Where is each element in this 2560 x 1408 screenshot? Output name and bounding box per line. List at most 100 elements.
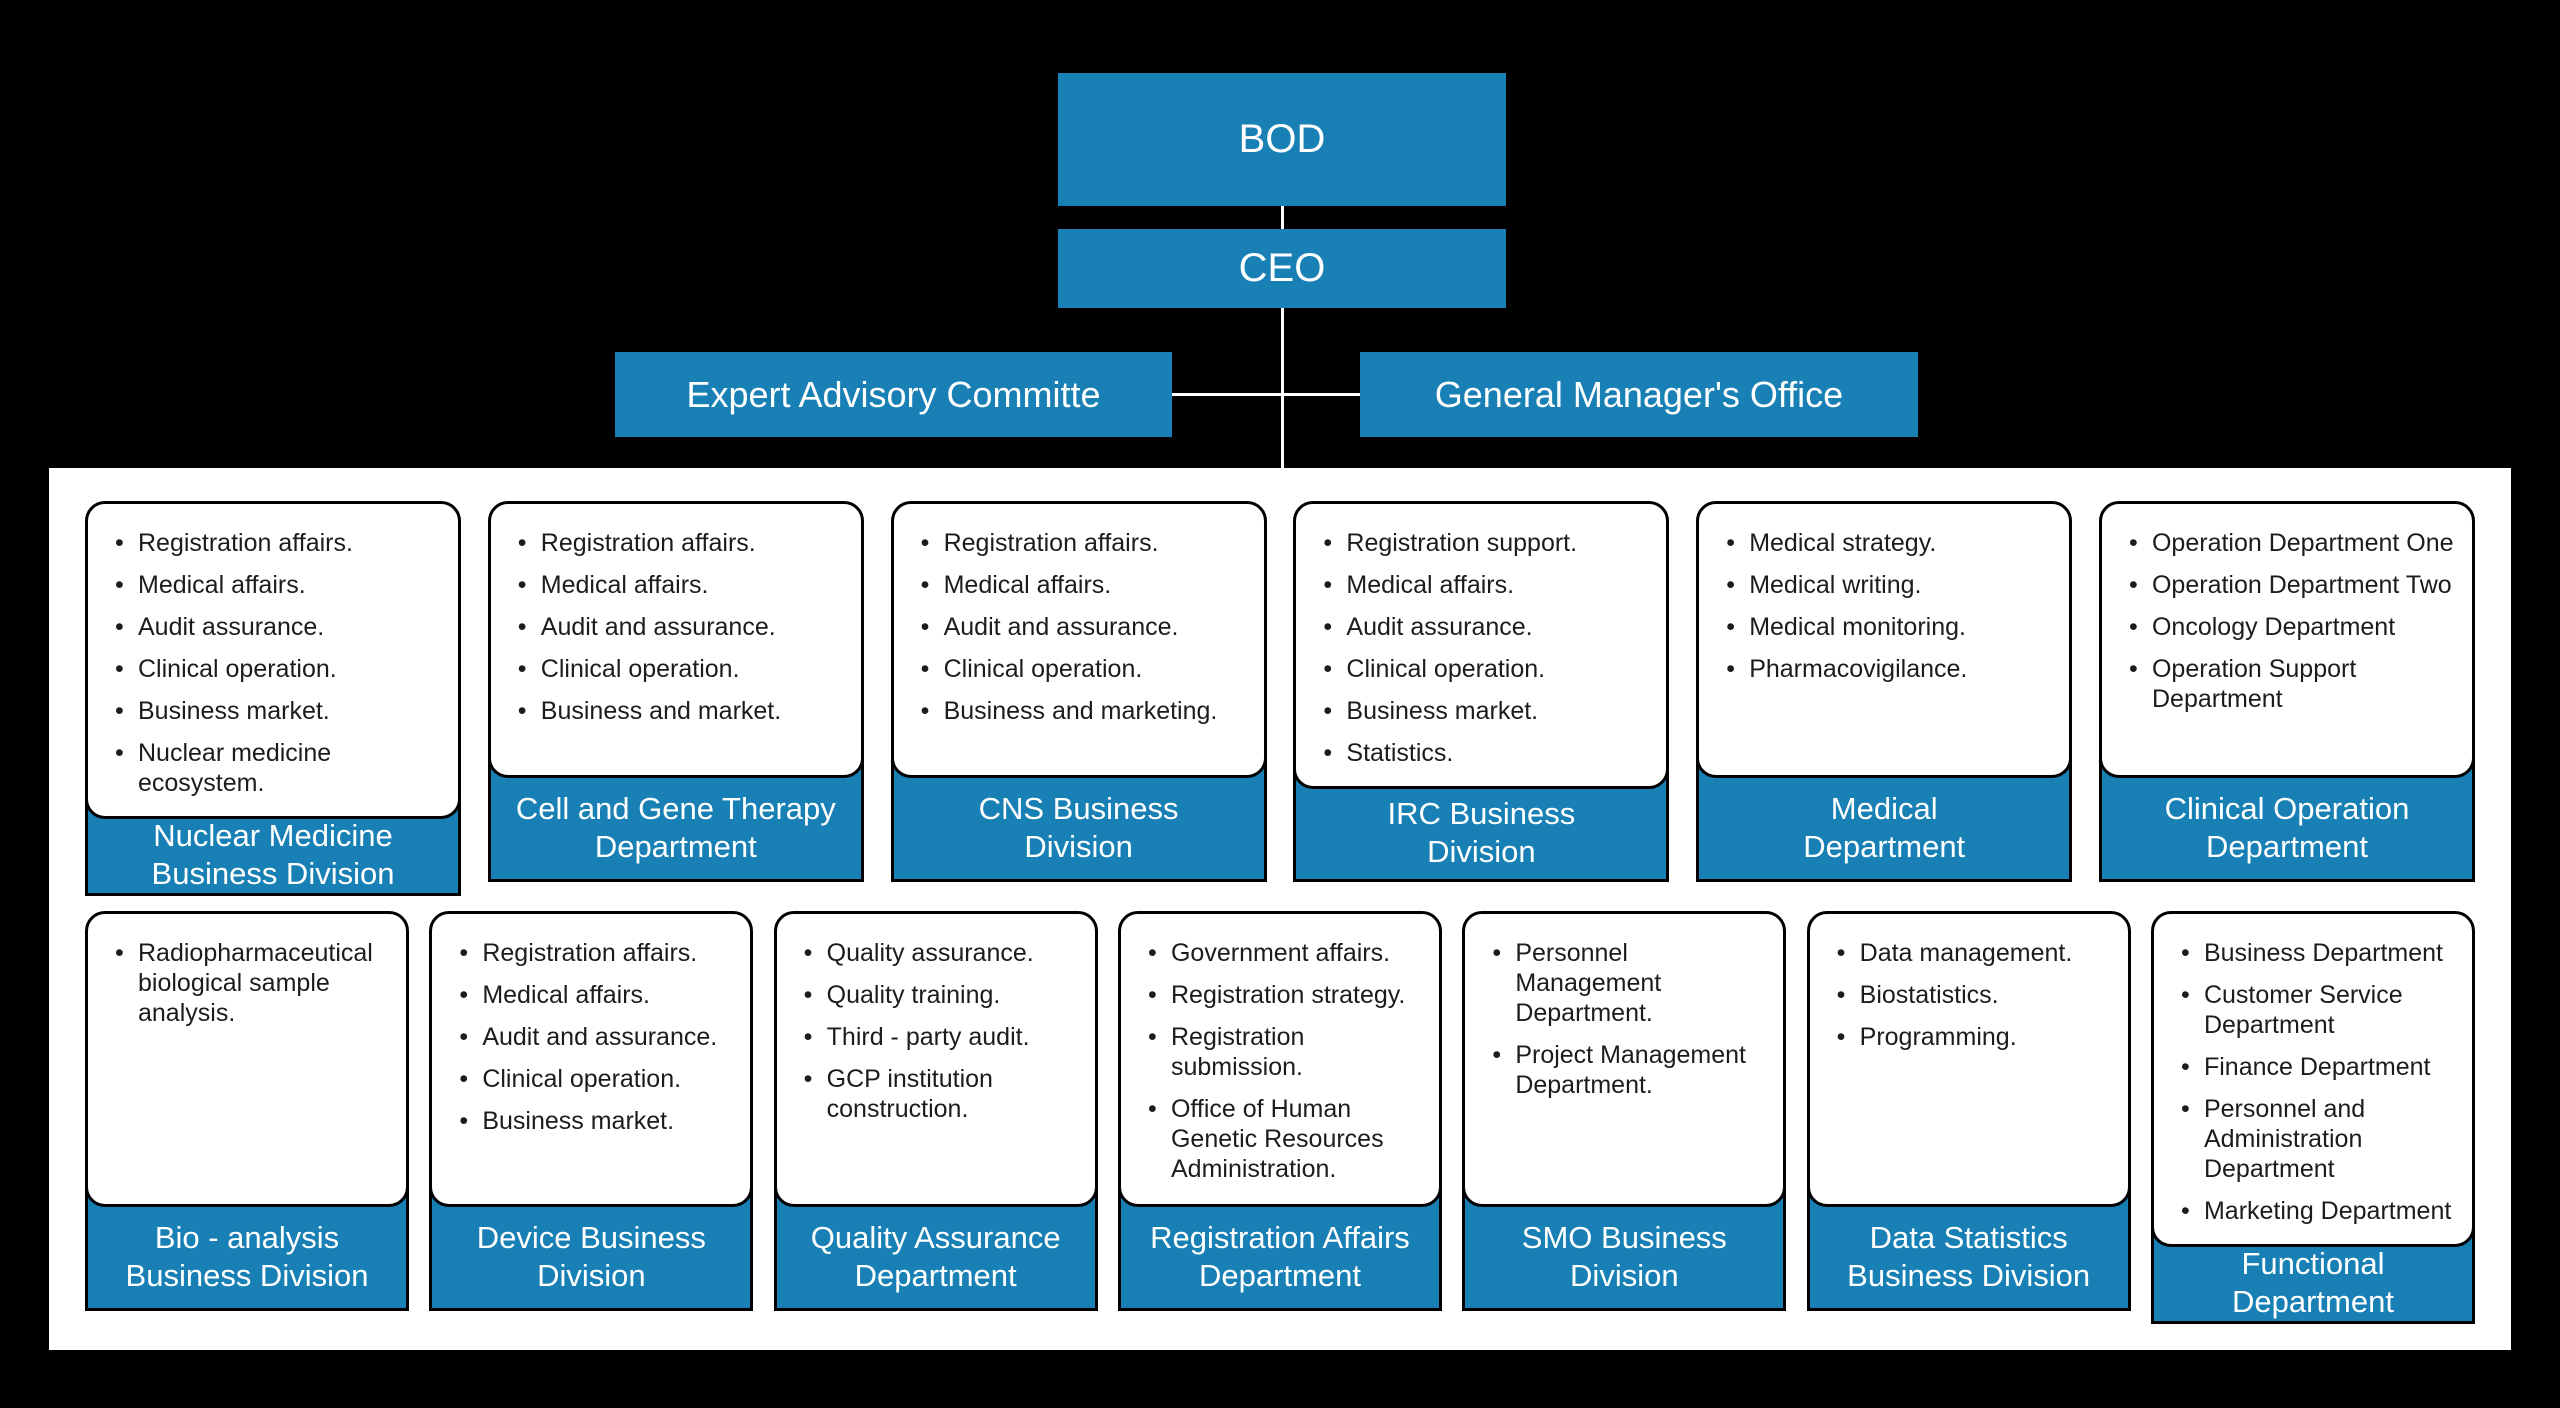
- org-card-registration-affairs-department: Government affairs.Registration strategy…: [1117, 911, 1442, 1311]
- division-title-line: Business Division: [151, 856, 395, 891]
- division-title-line: Bio - analysis: [154, 1219, 340, 1255]
- bullet-item: Registration affairs.: [432, 938, 742, 968]
- bullet-item: Business and market.: [491, 696, 853, 726]
- org-card-irc-business-division: Registration support.Medical affairs.Aud…: [1293, 501, 1670, 882]
- bullet-item: Clinical operation.: [894, 654, 1256, 684]
- node-general-managers-office-label: General Manager's Office: [1434, 373, 1844, 415]
- bullet-item: Clinical operation.: [491, 654, 853, 684]
- bullet-item: Business market.: [432, 1106, 742, 1136]
- bullet-item: Business Department: [2154, 938, 2464, 968]
- bullet-item: Audit and assurance.: [432, 1022, 742, 1052]
- bullet-item: Oncology Department: [2102, 612, 2464, 642]
- bullet-item: Audit assurance.: [88, 612, 450, 642]
- bullet-item: Business and marketing.: [894, 696, 1256, 726]
- bullet-list: Business DepartmentCustomer Service Depa…: [2154, 938, 2464, 1226]
- connector-advisory-gm: [1172, 393, 1360, 396]
- node-bod: BOD: [1058, 73, 1506, 206]
- org-card-cell-and-gene-therapy-department: Registration affairs.Medical affairs.Aud…: [487, 501, 864, 882]
- bullet-list: Quality assurance.Quality training.Third…: [777, 938, 1087, 1124]
- bullet-list: Radiopharmaceutical biological sample an…: [88, 938, 398, 1028]
- bullet-list: Government affairs.Registration strategy…: [1121, 938, 1431, 1184]
- card-functions: Medical strategy.Medical writing.Medical…: [1696, 501, 2073, 778]
- org-card-device-business-division: Registration affairs.Medical affairs.Aud…: [429, 911, 754, 1311]
- division-title-line: SMO Business: [1521, 1219, 1727, 1255]
- card-functions: Personnel Management Department.Project …: [1462, 911, 1787, 1207]
- card-functions: Operation Department OneOperation Depart…: [2098, 501, 2475, 778]
- node-expert-advisory-label: Expert Advisory Committe: [686, 373, 1101, 415]
- bullet-item: Medical affairs.: [894, 570, 1256, 600]
- division-title-line: Clinical Operation: [2164, 790, 2410, 826]
- bullet-item: Data management.: [1810, 938, 2120, 968]
- card-functions: Quality assurance.Quality training.Third…: [773, 911, 1098, 1207]
- org-card-cns-business-division: Registration affairs.Medical affairs.Aud…: [890, 501, 1267, 882]
- bullet-item: Marketing Department: [2154, 1196, 2464, 1226]
- division-title-line: Division: [1570, 1257, 1679, 1293]
- bullet-item: Operation Department Two: [2102, 570, 2464, 600]
- division-title-line: Department: [854, 1257, 1017, 1293]
- bullet-item: Office of Human Genetic Resources Admini…: [1121, 1094, 1431, 1184]
- bullet-list: Registration affairs.Medical affairs.Aud…: [894, 528, 1256, 726]
- bullet-list: Data management.Biostatistics.Programmin…: [1810, 938, 2120, 1052]
- division-title-line: Department: [1803, 828, 1966, 864]
- org-card-medical-department: Medical strategy.Medical writing.Medical…: [1696, 501, 2073, 882]
- bullet-item: Registration strategy.: [1121, 980, 1431, 1010]
- bullet-item: Operation Department One: [2102, 528, 2464, 558]
- card-functions: Government affairs.Registration strategy…: [1117, 911, 1442, 1207]
- division-title-line: Cell and Gene Therapy: [515, 790, 836, 826]
- division-title-line: CNS Business: [978, 790, 1179, 826]
- org-card-functional-department: Business DepartmentCustomer Service Depa…: [2150, 911, 2475, 1324]
- bullet-item: Pharmacovigilance.: [1699, 654, 2061, 684]
- bullet-item: Registration affairs.: [88, 528, 450, 558]
- division-title-line: Department: [594, 828, 757, 864]
- org-card-smo-business-division: Personnel Management Department.Project …: [1462, 911, 1787, 1311]
- bullet-item: Audit and assurance.: [491, 612, 853, 642]
- bullet-item: Quality assurance.: [777, 938, 1087, 968]
- bullet-item: Registration support.: [1296, 528, 1658, 558]
- card-functions: Radiopharmaceutical biological sample an…: [85, 911, 409, 1207]
- bullet-item: Customer Service Department: [2154, 980, 2464, 1040]
- bullet-item: Nuclear medicine ecosystem.: [88, 738, 450, 798]
- bullet-item: Operation Support Department: [2102, 654, 2464, 714]
- divisions-panel: Registration affairs. Medical affairs. Aud…: [49, 468, 2511, 1350]
- bullet-list: Operation Department OneOperation Depart…: [2102, 528, 2464, 714]
- division-row-1: Registration affairs. Medical affairs. Aud…: [85, 501, 2475, 896]
- bullet-list: Personnel Management Department.Project …: [1465, 938, 1775, 1100]
- card-functions: Registration affairs.Medical affairs.Aud…: [890, 501, 1267, 778]
- card-functions: Business DepartmentCustomer Service Depa…: [2150, 911, 2475, 1247]
- division-title-line: Registration Affairs: [1150, 1219, 1410, 1255]
- bullet-item: Clinical operation.: [1296, 654, 1658, 684]
- bullet-item: Quality training.: [777, 980, 1087, 1010]
- division-title-line: Division: [1427, 834, 1536, 869]
- division-title-line: Device Business: [476, 1219, 706, 1255]
- node-general-managers-office: General Manager's Office: [1360, 352, 1918, 437]
- bullet-list: Registration affairs.Medical affairs.Aud…: [491, 528, 853, 726]
- org-card-clinical-operation-department: Operation Department OneOperation Depart…: [2098, 501, 2475, 882]
- division-title-line: Department: [1199, 1257, 1361, 1293]
- bullet-list: Registration affairs.Medical affairs.Aud…: [88, 528, 450, 798]
- card-functions: Registration affairs.Medical affairs.Aud…: [487, 501, 864, 778]
- bullet-item: Clinical operation.: [432, 1064, 742, 1094]
- org-card-data-statistics-business-division: Data management.Biostatistics.Programmin…: [1806, 911, 2131, 1311]
- division-title-line: Data Statistics: [1869, 1219, 2068, 1255]
- bullet-item: Personnel and Administration Department: [2154, 1094, 2464, 1184]
- division-title-line: IRC Business: [1387, 796, 1576, 831]
- bullet-item: Business market.: [1296, 696, 1658, 726]
- bullet-item: Radiopharmaceutical biological sample an…: [88, 938, 398, 1028]
- card-functions: Registration affairs.Medical affairs.Aud…: [85, 501, 461, 819]
- node-ceo: CEO: [1058, 229, 1506, 308]
- bullet-item: Biostatistics.: [1810, 980, 2120, 1010]
- bullet-list: Medical strategy.Medical writing.Medical…: [1699, 528, 2061, 684]
- bullet-item: Audit assurance.: [1296, 612, 1658, 642]
- card-functions: Registration support.Medical affairs.Aud…: [1293, 501, 1670, 789]
- bullet-list: Registration support.Medical affairs.Aud…: [1296, 528, 1658, 768]
